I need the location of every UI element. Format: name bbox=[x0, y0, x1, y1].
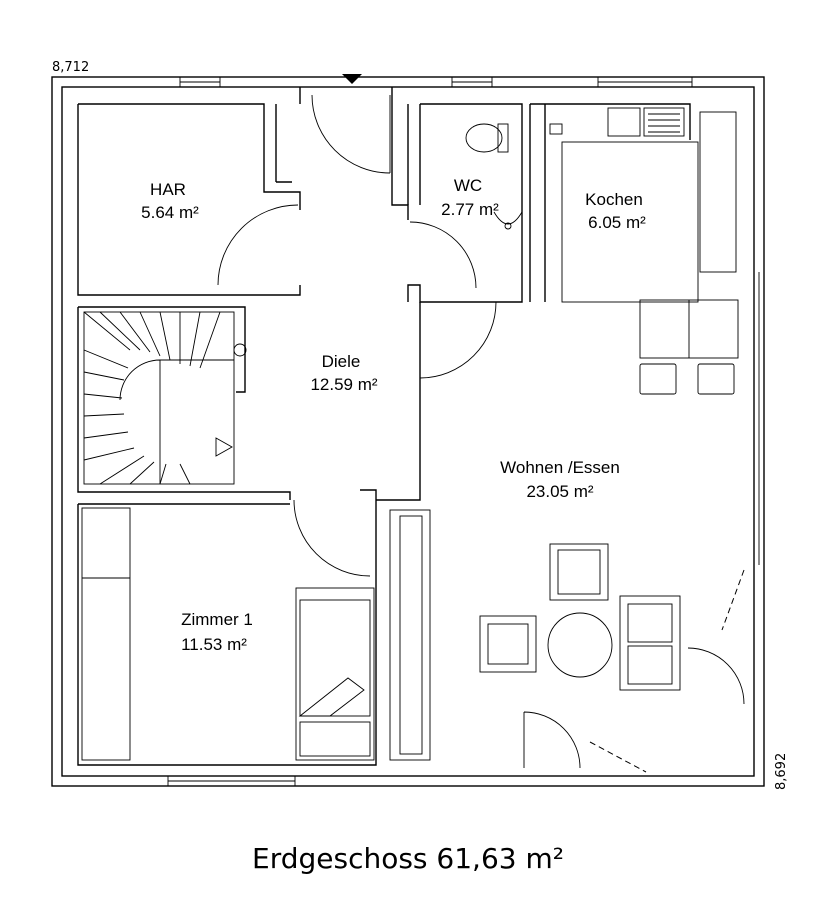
room-label-wc: WC 2.77 m² bbox=[441, 176, 499, 219]
room-name: WC bbox=[454, 176, 482, 195]
room-area: 5.64 m² bbox=[141, 203, 199, 222]
room-area: 11.53 m² bbox=[181, 635, 247, 654]
depth-dimension-label: 8,692 bbox=[774, 753, 789, 790]
dining-chairs bbox=[639, 363, 735, 395]
room-name: Wohnen /Essen bbox=[500, 458, 620, 477]
bedroom-furniture bbox=[81, 507, 375, 761]
room-area: 12.59 m² bbox=[310, 375, 377, 394]
room-label-har: HAR 5.64 m² bbox=[141, 180, 199, 222]
room-area: 23.05 m² bbox=[526, 482, 593, 501]
floor-caption: Erdgeschoss 61,63 m² bbox=[252, 842, 564, 875]
room-name: Diele bbox=[322, 352, 361, 371]
room-area: 2.77 m² bbox=[441, 200, 499, 219]
room-label-zimmer-1: Zimmer 1 11.53 m² bbox=[181, 610, 253, 654]
kitchen-fixtures bbox=[549, 107, 739, 359]
floor-plan: 8,712 8,692 HAR 5.64 m² WC 2.77 m² Koche… bbox=[51, 60, 789, 790]
wc-fixtures bbox=[465, 123, 523, 230]
interior-walls bbox=[77, 87, 691, 766]
room-name: Kochen bbox=[585, 190, 643, 209]
room-label-diele: Diele 12.59 m² bbox=[310, 352, 377, 394]
room-name: HAR bbox=[150, 180, 186, 199]
width-dimension-label: 8,712 bbox=[52, 60, 89, 75]
room-label-kochen: Kochen 6.05 m² bbox=[585, 190, 646, 232]
room-name: Zimmer 1 bbox=[181, 610, 253, 629]
entrance-marker bbox=[342, 74, 362, 84]
room-label-wohnen-essen: Wohnen /Essen 23.05 m² bbox=[500, 458, 620, 501]
windows bbox=[167, 77, 765, 786]
room-area: 6.05 m² bbox=[588, 213, 646, 232]
doors bbox=[217, 94, 745, 773]
staircase bbox=[83, 311, 247, 485]
living-furniture bbox=[389, 509, 681, 761]
